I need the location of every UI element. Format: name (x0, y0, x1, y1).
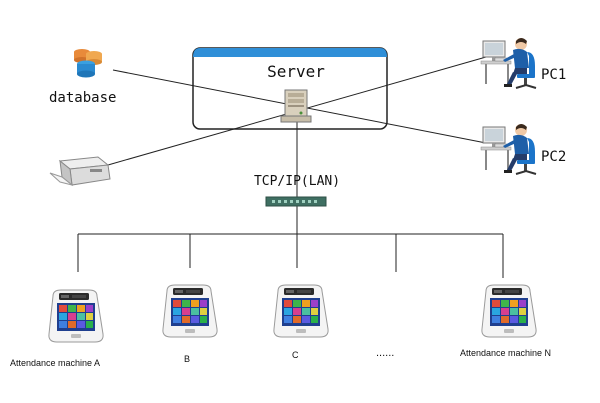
attendance-terminal-icon-c (273, 284, 329, 338)
server-tower-icon (280, 89, 312, 123)
machine-label-a: Attendance machine A (10, 358, 100, 368)
machine-label-n: Attendance machine N (460, 348, 551, 358)
attendance-terminal-icon-n (481, 284, 537, 338)
attendance-terminal-icon-a (48, 289, 104, 343)
database-icon (74, 49, 102, 78)
pc1-workstation-icon (480, 37, 537, 89)
network-label: TCP/IP(LAN) (254, 174, 340, 189)
machine-label-b: B (184, 354, 190, 364)
pc2-label: PC2 (541, 149, 566, 165)
network-switch-icon (265, 196, 327, 207)
pc2-workstation-icon (480, 123, 537, 175)
server-label: Server (267, 62, 325, 81)
database-label: database (49, 90, 116, 106)
machine-label-ellipsis: ...... (376, 347, 394, 359)
pc1-label: PC1 (541, 67, 566, 83)
attendance-terminal-icon-b (162, 284, 218, 338)
server-box: Server (192, 47, 388, 130)
printer-icon (49, 156, 111, 187)
machine-label-c: C (292, 350, 299, 360)
